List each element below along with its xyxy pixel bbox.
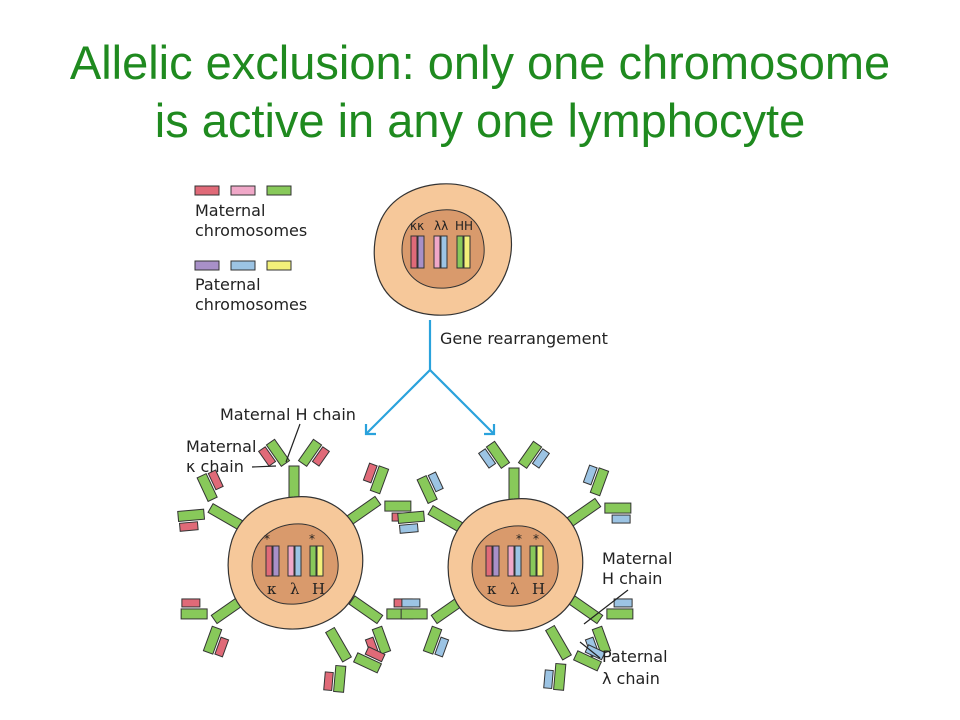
right-paternal-l-label-1: Paternal	[602, 647, 668, 666]
right-star-heavy: *	[533, 532, 539, 546]
precursor-cell: κκ λλ HH	[373, 183, 512, 316]
page-title: Allelic exclusion: only one chromosome i…	[0, 34, 960, 150]
top-maternal-heavy-chromosome	[456, 235, 464, 269]
gene-rearrangement-label: Gene rearrangement	[440, 329, 608, 348]
right-maternal-h-label-1: Maternal	[602, 549, 672, 568]
left-maternal-h-pointer	[285, 423, 301, 463]
right-paternal-kappa-chromosome	[492, 545, 500, 577]
right-maternal-lambda-chromosome	[507, 545, 515, 577]
left-maternal-kappa-chromosome	[265, 545, 273, 577]
left-lymphocyte: * * κ λ H	[169, 438, 423, 701]
top-maternal-lambda-chromosome	[433, 235, 441, 269]
right-maternal-h-pointer	[583, 589, 629, 625]
right-paternal-heavy-chromosome	[536, 545, 544, 577]
right-maternal-kappa-chromosome	[485, 545, 493, 577]
top-maternal-kappa-chromosome	[410, 235, 418, 269]
top-lambda-label: λλ	[434, 219, 448, 233]
left-maternal-k-pointer	[251, 465, 277, 468]
legend: Maternal chromosomes Paternal chromosome…	[194, 185, 307, 314]
right-paternal-l-pointer	[579, 641, 601, 659]
left-heavy-label: H	[312, 580, 325, 598]
legend-maternal-lambda-swatch	[230, 185, 256, 196]
right-lymphocyte: * * κ λ H	[389, 440, 643, 699]
left-paternal-kappa-chromosome	[272, 545, 280, 577]
legend-paternal-label-1: Paternal	[195, 275, 261, 294]
legend-maternal-kappa-swatch	[194, 185, 220, 196]
legend-maternal-label-1: Maternal	[195, 201, 265, 220]
legend-maternal-label-2: chromosomes	[195, 221, 307, 240]
right-star-lambda: *	[516, 532, 522, 546]
right-kappa-label: κ	[487, 580, 497, 598]
right-paternal-lambda-chromosome	[514, 545, 522, 577]
gene-rearrangement-arrow	[364, 320, 496, 436]
left-lambda-label: λ	[290, 580, 300, 598]
top-paternal-kappa-chromosome	[417, 235, 425, 269]
top-paternal-lambda-chromosome	[440, 235, 448, 269]
legend-maternal-heavy-swatch	[266, 185, 292, 196]
left-star-heavy: *	[309, 532, 315, 546]
left-kappa-label: κ	[267, 580, 277, 598]
right-lambda-label: λ	[510, 580, 520, 598]
right-maternal-heavy-chromosome	[529, 545, 537, 577]
title-line-2: is active in any one lymphocyte	[154, 94, 806, 147]
left-maternal-k-label-2: κ chain	[186, 457, 244, 476]
legend-paternal-label-2: chromosomes	[195, 295, 307, 314]
left-paternal-lambda-chromosome	[294, 545, 302, 577]
left-maternal-h-chain-label: Maternal H chain	[220, 405, 356, 424]
title-line-1: Allelic exclusion: only one chromosome	[69, 36, 891, 89]
right-paternal-l-label-2: λ chain	[602, 669, 660, 688]
top-paternal-heavy-chromosome	[463, 235, 471, 269]
legend-paternal-heavy-swatch	[266, 260, 292, 271]
top-heavy-label: HH	[455, 219, 473, 233]
right-heavy-label: H	[532, 580, 545, 598]
left-star-kappa: *	[264, 532, 270, 546]
left-paternal-heavy-chromosome	[316, 545, 324, 577]
top-kappa-label: κκ	[410, 219, 424, 233]
left-maternal-heavy-chromosome	[309, 545, 317, 577]
left-maternal-k-label-1: Maternal	[186, 437, 256, 456]
right-maternal-h-label-2: H chain	[602, 569, 662, 588]
legend-paternal-kappa-swatch	[194, 260, 220, 271]
legend-paternal-lambda-swatch	[230, 260, 256, 271]
left-maternal-lambda-chromosome	[287, 545, 295, 577]
